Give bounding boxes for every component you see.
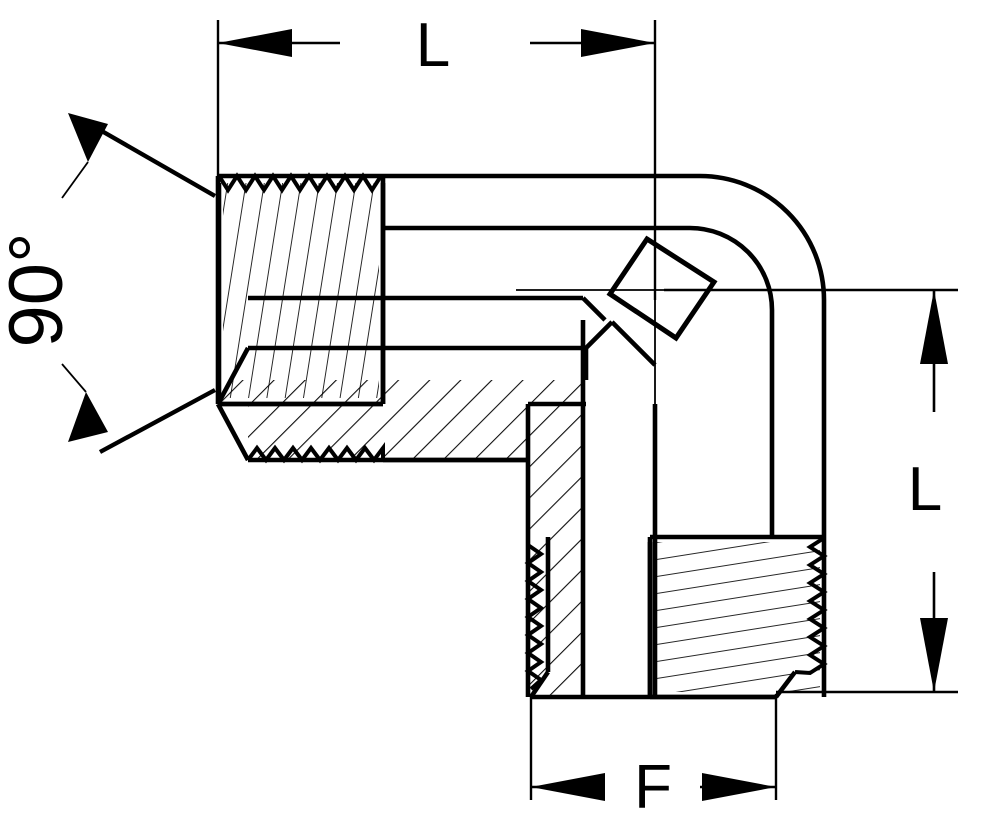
left-nipple-chamfer-lower	[215, 402, 251, 462]
outlet-bottom-chamfer-left	[529, 670, 550, 699]
leader-tail-lower	[61, 363, 87, 393]
arrowhead-left	[218, 29, 292, 57]
bore-taper-upper	[581, 296, 607, 322]
angle-callout-label: 90°	[0, 233, 79, 348]
dimension-l-horizontal: L	[216, 11, 657, 300]
arrowhead-f-left	[531, 773, 605, 801]
left-thread-crest-zigzag	[217, 172, 383, 194]
outlet-thread-crest-zigzag	[794, 536, 828, 676]
outlet-thread-sawtooth-left	[524, 543, 545, 691]
elbow-outer-arc	[699, 173, 827, 301]
dimension-l-vertical: L	[664, 288, 958, 694]
dimension-l-horizontal-label: L	[416, 11, 450, 80]
bore-taper-lower	[584, 320, 614, 350]
wrench-flat-diamond-icon	[606, 235, 718, 342]
sectioned-body-group	[218, 298, 655, 700]
dimension-l-vertical-label: L	[908, 455, 942, 524]
bore-cavity-vertical	[583, 320, 655, 700]
leader-arrowhead-lower	[68, 392, 108, 442]
leader-tail-upper	[61, 161, 89, 199]
left-male-thread-group	[216, 172, 386, 407]
dimension-f-width: F	[529, 694, 778, 822]
elbow-inner-arc	[689, 225, 775, 311]
leader-arrowhead-upper	[68, 113, 108, 162]
dimension-f-width-label: F	[634, 753, 672, 822]
arrowhead-right	[581, 29, 655, 57]
left-thread-section-profile	[246, 442, 528, 464]
left-thread-sawtooth-lower	[246, 442, 385, 464]
leader-line-upper	[98, 128, 217, 198]
hatch-region-horizontal-wall	[218, 318, 655, 460]
outlet-male-thread-group	[647, 536, 828, 700]
arrowhead-up	[920, 290, 948, 364]
angle-callout-group: 90°	[0, 113, 217, 454]
leader-line-lower	[98, 388, 217, 454]
wall-corner-inner	[610, 320, 657, 367]
outlet-thread-section-profile	[524, 543, 545, 691]
arrowhead-f-right	[702, 773, 776, 801]
arrowhead-down	[920, 618, 948, 692]
